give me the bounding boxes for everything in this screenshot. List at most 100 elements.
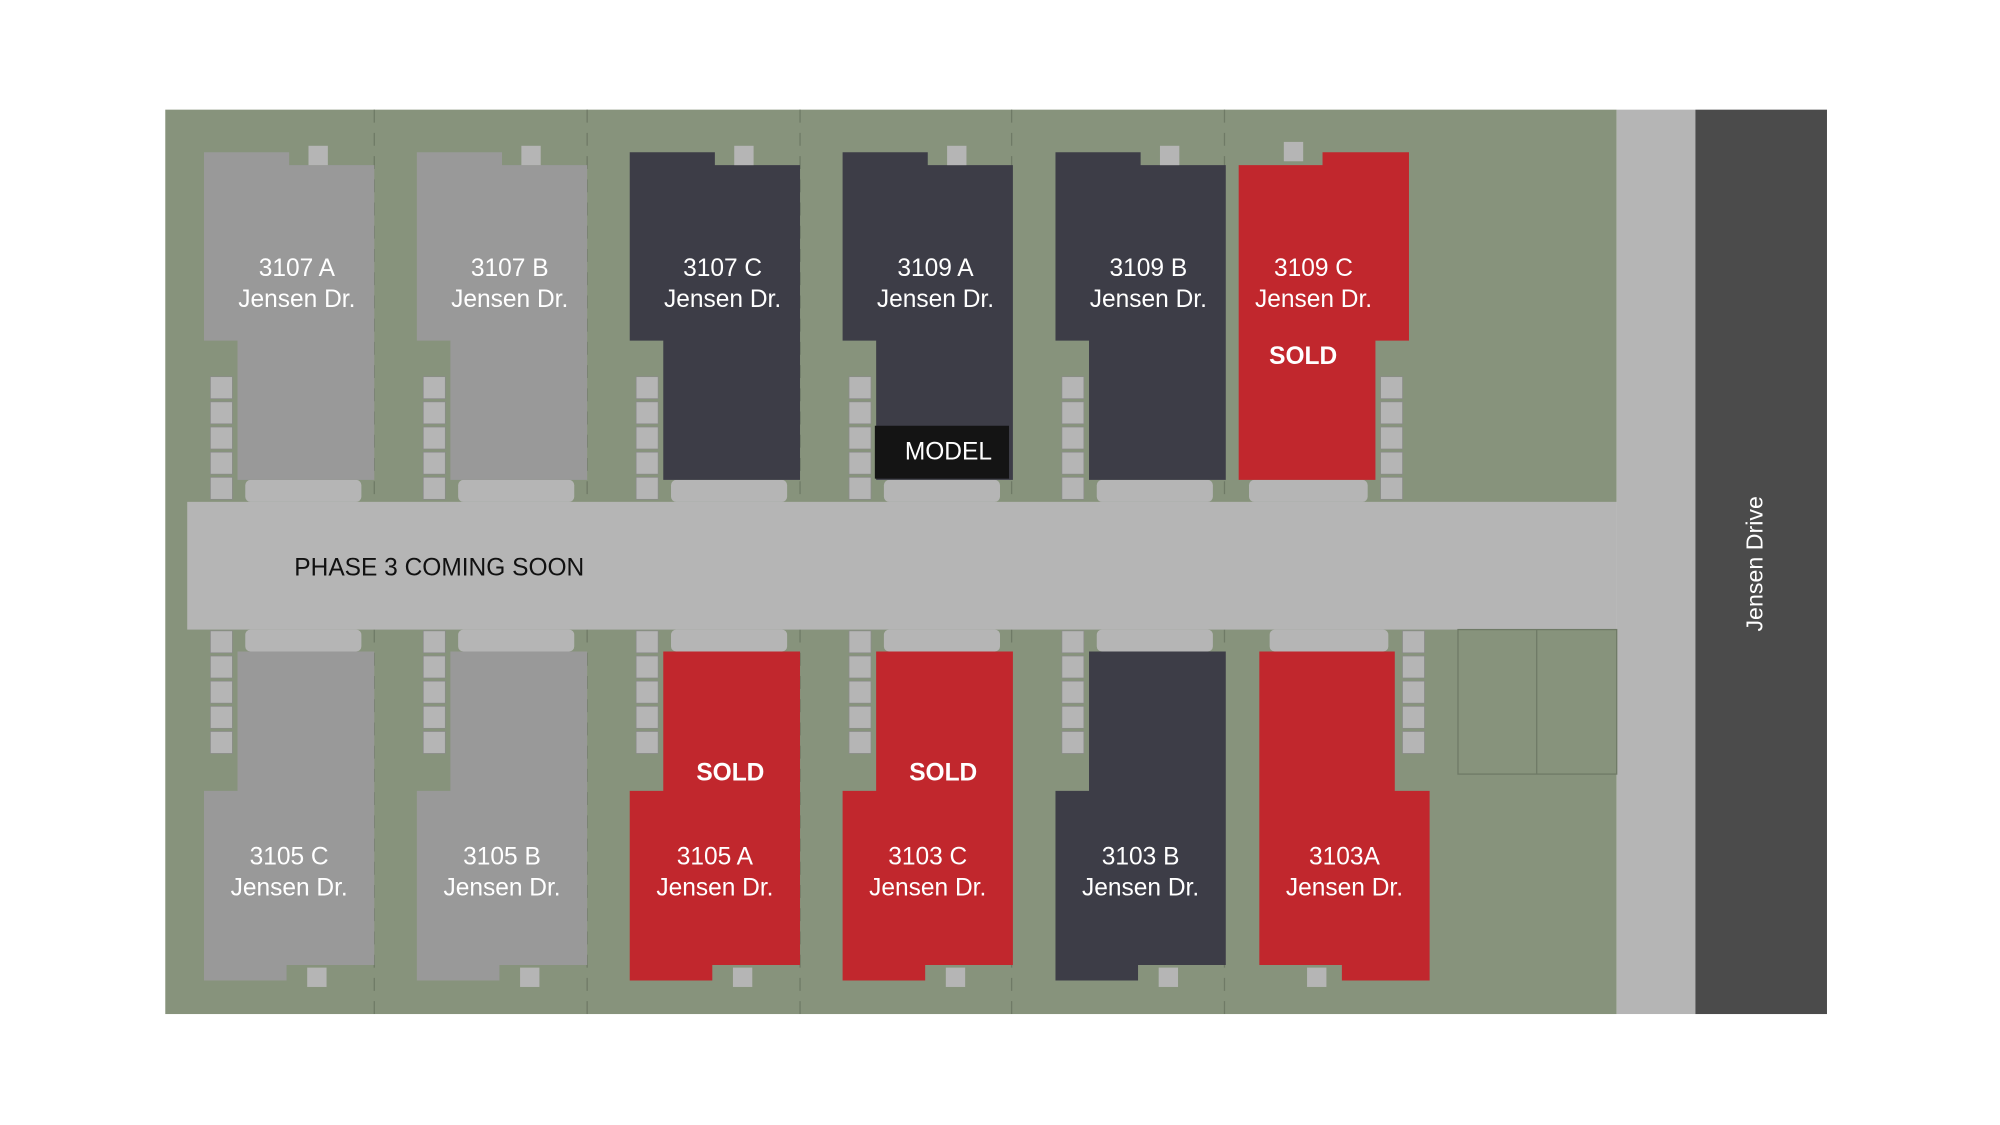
unit-street: Jensen Dr. [1255,286,1372,313]
unit-footprint[interactable] [842,152,1013,480]
window-icon [422,706,446,729]
utility-pad [945,967,966,987]
window-icon [1402,680,1425,704]
unit-street: Jensen Dr. [231,874,348,901]
utility-pad [734,145,754,166]
window-icon [1380,401,1403,425]
window-icon [422,451,446,475]
unit-footprint[interactable] [1055,651,1226,981]
driveway [883,479,1000,502]
driveway [1096,629,1213,652]
window-icon [210,401,233,425]
window-icon [848,680,872,704]
window-icon [210,451,233,475]
unit-number: 3107 B [471,255,549,282]
unit-footprint[interactable] [416,651,588,981]
utility-pad [1283,141,1304,162]
window-icon [848,451,872,475]
window-icon [1380,451,1403,475]
window-icon [848,655,872,679]
unit-street: Jensen Dr. [877,286,994,313]
window-icon [1061,655,1085,679]
model-badge [874,425,1010,479]
driveway [1096,479,1213,502]
unit-footprint[interactable] [416,152,588,480]
window-icon [210,630,233,654]
utility-pad [520,967,540,987]
unit-number: 3107 A [259,255,336,282]
window-icon [210,655,233,679]
unit-number: 3105 A [677,843,754,870]
unit-footprint[interactable] [629,152,801,480]
window-icon [422,655,446,679]
unit-street: Jensen Dr. [238,286,355,313]
window-icon [1061,680,1085,704]
driveway [671,629,788,652]
window-icon [1061,426,1085,450]
driveway [245,629,362,652]
window-icon [635,401,659,425]
jensen-drive-road [1695,109,1827,1015]
unit-number: 3105 C [250,843,329,870]
unit-footprint[interactable] [203,152,375,480]
driveway [671,479,788,502]
window-icon [422,426,446,450]
window-icon [1061,731,1085,754]
sold-badge: SOLD [1269,343,1337,370]
unit-3107b[interactable]: 3107 B Jensen Dr. [416,145,588,502]
utility-pad [307,967,327,987]
window-icon [210,680,233,704]
unit-3107a[interactable]: 3107 A Jensen Dr. [203,145,375,502]
unit-number: 3103 B [1102,843,1180,870]
window-icon [635,477,659,500]
window-icon [1380,376,1403,399]
unit-number: 3107 C [683,255,762,282]
window-icon [635,680,659,704]
unit-footprint[interactable] [1055,152,1226,480]
unit-footprint[interactable] [629,651,801,981]
unit-footprint[interactable] [203,651,375,981]
unit-street: Jensen Dr. [451,286,568,313]
unit-number: 3103A [1309,843,1381,870]
window-icon [635,655,659,679]
unit-footprint[interactable] [1238,152,1409,480]
window-icon [1402,630,1425,654]
utility-pad [732,967,753,987]
window-icon [635,731,659,754]
window-icon [210,426,233,450]
model-label: MODEL [905,438,992,465]
window-icon [848,477,872,500]
phase-3-road [187,501,1617,630]
unit-number: 3105 B [463,843,541,870]
unit-footprint[interactable] [1259,651,1430,981]
driveway [458,629,575,652]
window-icon [1061,451,1085,475]
unit-footprint[interactable] [842,651,1013,981]
window-icon [848,706,872,729]
window-icon [635,706,659,729]
window-icon [1061,376,1085,399]
window-icon [848,426,872,450]
unit-number: 3103 C [888,843,967,870]
window-icon [848,401,872,425]
window-icon [635,630,659,654]
driveway [1269,629,1389,652]
unit-street: Jensen Dr. [656,874,773,901]
utility-boxes [1457,628,1618,775]
unit-3105c[interactable]: 3105 C Jensen Dr. [203,629,375,987]
utility-pad [1307,967,1327,987]
window-icon [210,706,233,729]
utility-pad [308,145,328,166]
window-icon [848,731,872,754]
